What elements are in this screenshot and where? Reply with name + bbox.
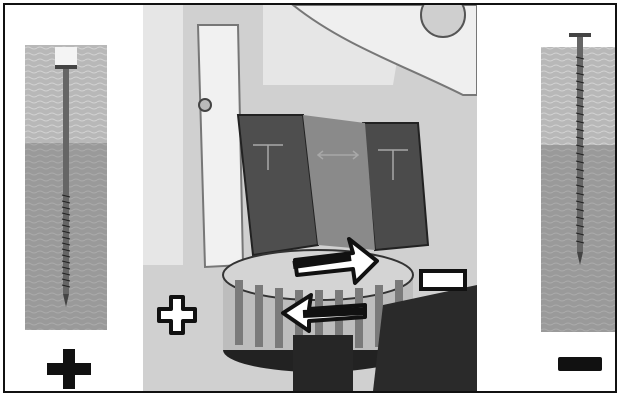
minus-depth-label — [558, 357, 602, 371]
right-depth-panel — [541, 27, 615, 332]
instruction-figure — [3, 3, 617, 393]
left-depth-panel — [25, 45, 107, 330]
nail-in-wood-deep-icon — [25, 45, 107, 330]
rotate-arrows-icon — [281, 237, 379, 333]
minus-marker-icon — [419, 269, 467, 291]
nail-in-wood-shallow-icon — [541, 33, 615, 332]
center-photo — [143, 5, 477, 391]
plus-marker-icon — [157, 295, 197, 335]
plus-depth-label — [41, 345, 97, 391]
depth-adjustment-wheel-icon — [143, 5, 477, 391]
